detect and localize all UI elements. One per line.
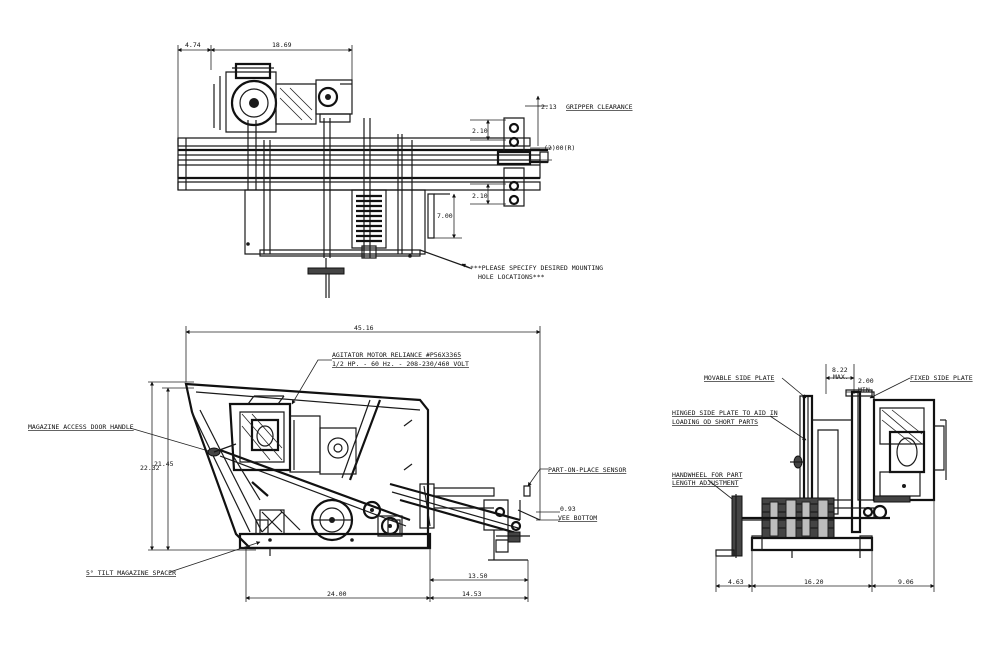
magazine-body [186,384,428,548]
frame-members-top [245,118,470,268]
end-view-labels: MOVABLE SIDE PLATE FIXED SIDE PLATE HING… [672,374,973,502]
door-handle-knob [208,444,236,456]
mounting-note: ***PLEASE SPECIFY DESIRED MOUNTING HOLE … [461,264,603,281]
output-conveyor-side [390,484,540,560]
dim-4-63: 4.63 [728,578,744,586]
drive-assembly-side [232,454,402,540]
gripper-dimensions: 2.13 GRIPPER CLEARANCE 2.10 (2)00(R) 2.1… [470,95,633,205]
dim-2-10-bottom: 2.10 [472,192,488,200]
dim-14-53: 14.53 [462,590,482,598]
agitator-motor-side [230,396,356,474]
dim-21-45: 21.45 [154,460,174,468]
motor-label-line2: 1/2 HP. - 60 Hz. - 208-230/460 VOLT [332,360,469,368]
right-bracket-top: 7.00 [428,194,462,238]
max-text: MAX. [833,373,849,381]
end-view: 8.22 MAX. 2.00 MIN. MOVABLE SIDE PLATE F… [672,364,973,592]
gripper-clearance-label: GRIPPER CLEARANCE [566,103,633,111]
top-width-dimensions: 4.74 18.69 [177,41,353,138]
handwheel-line1: HANDWHEEL FOR PART [672,471,743,479]
dim-9-06: 9.06 [898,578,914,586]
mounting-note-line2: HOLE LOCATIONS*** [478,273,545,281]
gear-train-end [740,498,890,538]
dim-2-00-end: 2.00 [858,377,874,385]
motor-label: AGITATOR MOTOR RELIANCE #P56X3365 1/2 HP… [292,351,469,405]
dim-24-00: 24.00 [327,590,347,598]
conveyor-rails-top [178,138,540,190]
hinged-plate-line2: LOADING OD SHORT PARTS [672,418,758,426]
agitator-motor-top [214,64,352,132]
motor-end [874,400,946,502]
handwheel-line2: LENGTH ADJUSTMENT [672,479,739,487]
dim-0-93: 0.93 [560,505,576,513]
spacer-label: 5° TILT MAGAZINE SPACER [86,541,261,577]
dim-2-10-top: 2.10 [472,127,488,135]
overall-length-dimension: 45.16 [185,324,541,520]
dim-45-16: 45.16 [354,324,374,332]
handwheel-end [716,494,762,558]
bottom-length-dimensions: 13.50 24.00 14.53 [245,548,529,602]
base-plate-side [240,520,430,556]
sensor-label: PART-ON-PLACE SENSOR [528,466,626,487]
vee-bottom-label: 0.93 VEE BOTTOM [536,505,597,522]
dim-18-69: 18.69 [272,41,292,49]
side-view: 45.16 AGITATOR MOTOR RELIANCE #P56X3365 … [28,324,626,602]
base-end [752,536,872,558]
door-handle-text: MAGAZINE ACCESS DOOR HANDLE [28,423,134,431]
movable-plate-text: MOVABLE SIDE PLATE [704,374,775,382]
spring-top [352,190,386,258]
dim-4-74: 4.74 [185,41,201,49]
spacer-text: 5° TILT MAGAZINE SPACER [86,569,176,577]
top-view: 4.74 18.69 [178,41,633,298]
end-bottom-dimensions: 4.63 16.20 9.06 [715,500,935,592]
door-handle-label: MAGAZINE ACCESS DOOR HANDLE [28,423,213,453]
dim-22-32: 22.32 [140,464,160,472]
gripper-top [498,118,548,206]
sensor-text: PART-ON-PLACE SENSOR [548,466,626,474]
mounting-note-line1: ***PLEASE SPECIFY DESIRED MOUNTING [470,264,603,272]
fixed-plate-text: FIXED SIDE PLATE [910,374,973,382]
hinged-plate-line1: HINGED SIDE PLATE TO AID IN [672,409,778,417]
height-dimensions: 22.32 21.45 [140,381,256,551]
motor-label-line1: AGITATOR MOTOR RELIANCE #P56X3365 [332,351,461,359]
vee-bottom-text: VEE BOTTOM [558,514,597,522]
dim-2-00: (2)00(R) [544,144,575,152]
dim-13-50: 13.50 [468,572,488,580]
dim-16-20: 16.20 [804,578,824,586]
dim-7-00: 7.00 [437,212,453,220]
dim-8-22: 8.22 [832,366,848,374]
handwheel-top [308,258,344,298]
dim-2-13: 2.13 [541,103,557,111]
